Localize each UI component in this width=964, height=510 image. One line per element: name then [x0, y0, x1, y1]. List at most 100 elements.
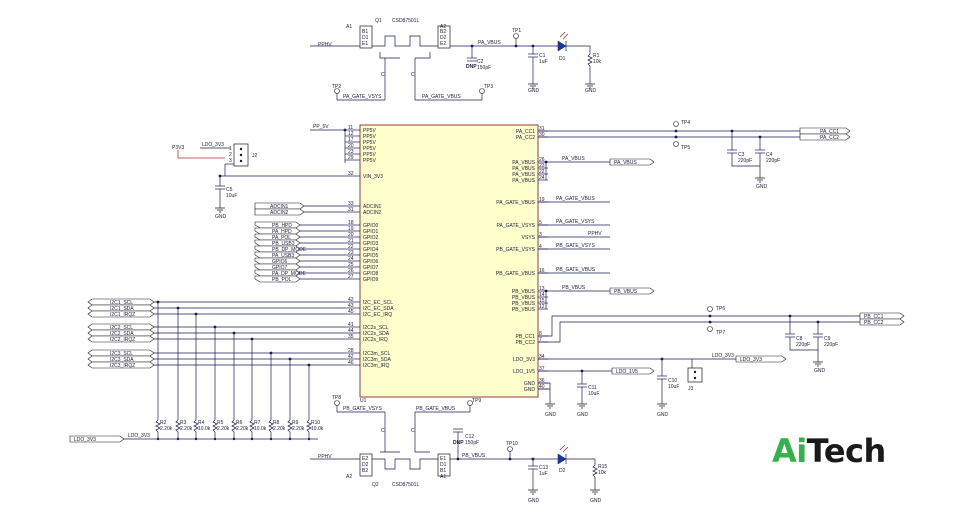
u1-pin-number: 5: [539, 220, 542, 226]
u1-pin-name: I2C_EC_SDA: [363, 306, 394, 312]
u1-pin-name: I2C2s_IRQ: [363, 337, 388, 343]
r1-value: 10k: [593, 59, 602, 65]
q1-pin: D1: [362, 35, 369, 41]
u1-pin-name: PP5V: [363, 146, 376, 152]
net-pb-cc1: PB_CC1: [864, 314, 884, 320]
c5-value: 10uF: [226, 193, 237, 199]
u1-pin-name: GPIO3: [363, 241, 379, 247]
r15-value: 10k: [598, 470, 607, 476]
c8-ref: C8: [796, 336, 803, 342]
c4-ref: C4: [766, 152, 773, 158]
i2c-net-label: I2C2_SCL: [110, 325, 133, 331]
q2-pin: D1: [440, 462, 447, 468]
net-ldo1v5-box: LDO_1V5: [616, 369, 638, 375]
c5-ref: C5: [226, 187, 233, 193]
net-pa-gate-vbus: PA_GATE_VBUS: [422, 94, 461, 100]
pullup-ref: R2: [160, 420, 167, 426]
u1-pin-name: I2C3m_SDA: [363, 357, 391, 363]
gpio-net-label: GPIO7: [272, 265, 288, 271]
net-pa-cc1: PA_CC1: [820, 129, 839, 135]
u1-pin-name: GPIO0: [363, 223, 379, 229]
u1-pin-name: PA_GATE_VSYS: [497, 223, 536, 229]
j3-ref: J3: [688, 386, 694, 392]
gpio-net-label: PA_USB3: [272, 253, 294, 259]
gpio-net-label: GPIO6: [272, 259, 288, 265]
pullup-value: 2.20k: [160, 426, 173, 432]
u1-pin-number: 16: [539, 268, 545, 274]
gpio-net-label: PB_USB3: [272, 241, 295, 247]
u1-pin-number: 24: [348, 256, 354, 262]
u1-pin-name: GPIO1: [363, 229, 379, 235]
q2-pin: D2: [362, 462, 369, 468]
pullup-ref: R9: [292, 420, 299, 426]
u1-pin-number: 12: [539, 304, 545, 310]
j2-header: P3V3 LDO_3V3 1 2 3 J2 GND C5 10uF: [172, 142, 345, 220]
d2-ref: D2: [559, 468, 566, 474]
u1-pin-number: 3: [539, 232, 542, 238]
pullup-value: 2.20k: [292, 426, 305, 432]
u1-pin-name: GPIO8: [363, 271, 379, 277]
c-label: C: [381, 428, 385, 434]
u1-pin-name: PB_CC1: [516, 334, 536, 340]
tp10: TP10: [506, 441, 518, 447]
i2c-net-flag: [87, 310, 155, 318]
pullup-value: 10.0k: [198, 426, 211, 432]
i2c-net-label: I2C2_SDA: [110, 331, 134, 337]
u1-pin-name: VSYS: [522, 235, 536, 241]
u1-pin-number: 28: [348, 348, 354, 354]
u1-pin-number: 24: [539, 175, 545, 181]
adc-net-label: ADCIN2: [270, 210, 289, 216]
u1-pin-name: PP5V: [363, 134, 376, 140]
u1-pin-name: PB_VBUS: [512, 301, 536, 307]
pullup-ref: R10: [311, 420, 320, 426]
gpio-net-flag: [254, 245, 301, 253]
gnd-label: GND: [657, 412, 669, 418]
c3-ref: C3: [738, 152, 745, 158]
q1-part: CSD87501L: [392, 18, 419, 24]
u1-pin-number: 15: [539, 298, 545, 304]
r1-ref: R1: [593, 53, 600, 59]
u1-pin-name: LDO_3V3: [513, 357, 535, 363]
net-pb-gate-vsys-r: PB_GATE_VSYS: [556, 243, 595, 249]
u1-pin-number: 37: [539, 366, 545, 372]
c2-value: 150pF: [477, 65, 491, 71]
u1-pin-number: 42: [348, 297, 354, 303]
net-pphv-bottom: PPHV: [318, 454, 332, 460]
u1-pin-number: 21: [348, 238, 354, 244]
net-ldo3v3-bottom: LDO_3V3: [128, 433, 150, 439]
c12-value: 150pF: [465, 440, 479, 446]
aitech-logo: AiTech: [772, 432, 886, 470]
u1-pin-number: 43: [348, 303, 354, 309]
c1-value: 1uF: [539, 59, 548, 65]
u1-pin-number: 44: [348, 328, 354, 334]
pb-cc-nets: PB_CC1 PB_CC2 TP6 TP7 GND C8 220pF C9 22…: [538, 306, 905, 374]
u1-pin-name: I2C_EC_IRQ: [363, 312, 392, 318]
j2-pin: 3: [229, 158, 232, 164]
u1-pin-number: 18: [348, 220, 354, 226]
pullup-ref: R6: [236, 420, 243, 426]
i2c-net-label: I2C2_IRQZ: [110, 337, 135, 343]
u1-pin-name: PB_GATE_VBUS: [496, 271, 536, 277]
pullup-ref: R3: [180, 420, 187, 426]
u1-pin-number: 31: [348, 207, 354, 213]
q1-pin: A1: [346, 24, 352, 30]
net-p3v3: P3V3: [172, 145, 184, 151]
q1-pin: D2: [440, 35, 447, 41]
c13-ref: C13: [539, 465, 548, 471]
u1-pin-number: 35: [348, 334, 354, 340]
j2-ref: J2: [252, 153, 258, 159]
tp6: TP6: [716, 306, 725, 312]
tp2: TP2: [332, 84, 341, 90]
u1-pin-name: PA_GATE_VBUS: [496, 200, 535, 206]
q1-pin: B1: [362, 29, 368, 35]
net-pb-vbus-bottom: PB_VBUS: [462, 453, 486, 459]
q2-ref: Q2: [372, 482, 379, 488]
j2-pin: 1: [229, 146, 232, 152]
tp8: TP8: [332, 395, 341, 401]
u1-pin-number: 42: [348, 354, 354, 360]
u1-pin-number: 20: [348, 143, 354, 149]
gpio-net-label: PA_HPD: [272, 229, 292, 235]
tp9: TP9: [472, 398, 481, 404]
c-label: C: [381, 72, 385, 78]
gpio-net-label: PB_DP_MODE: [272, 247, 307, 253]
